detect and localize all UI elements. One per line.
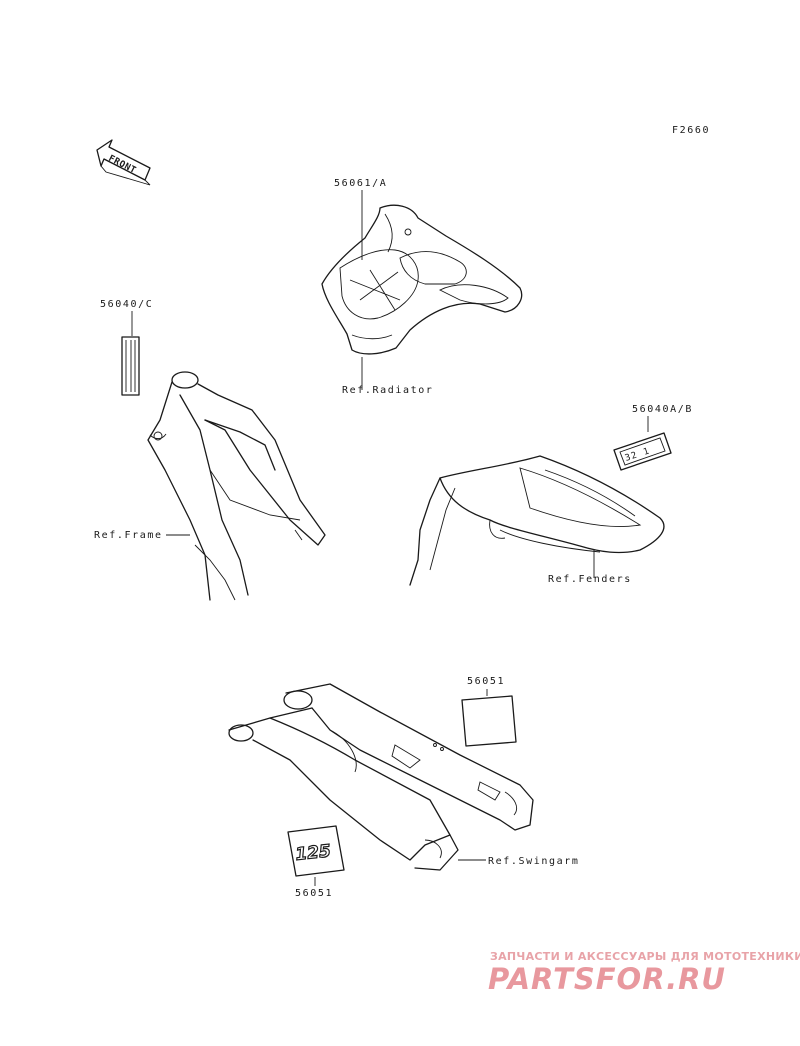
fender-ref-label: Ref.Fenders <box>548 574 632 585</box>
frame-drawing <box>147 371 326 601</box>
fender-part-number: 56040A/B <box>632 404 693 415</box>
frame-part-number: 56040/C <box>100 299 153 310</box>
swingarm-decal-bottom: 125 <box>287 825 345 877</box>
radiator-shroud-decal <box>321 204 523 355</box>
radiator-part-number: 56061/A <box>334 178 387 189</box>
swingarm-decal-text: 125 <box>294 841 331 865</box>
swingarm-part-number-top: 56051 <box>467 676 505 687</box>
fender-decal: 32 1 <box>613 432 672 471</box>
rear-fender-drawing <box>409 455 665 586</box>
frame-ref-label: Ref.Frame <box>94 530 163 541</box>
watermark-logo: PARTSFOR.RU <box>488 962 726 996</box>
front-arrow-label: FRONT <box>107 154 138 176</box>
front-arrow-icon: FRONT <box>96 139 151 186</box>
watermark-tagline: ЗАПЧАСТИ И АКСЕССУАРЫ ДЛЯ МОТОТЕХНИКИ <box>490 950 800 963</box>
swingarm-part-number-bottom: 56051 <box>295 888 333 899</box>
frame-decal <box>121 336 140 396</box>
swingarm-decal-top <box>461 695 517 747</box>
swingarm-drawing <box>228 683 534 871</box>
radiator-ref-label: Ref.Radiator <box>342 385 433 396</box>
figure-code: F2660 <box>672 125 710 136</box>
swingarm-ref-label: Ref.Swingarm <box>488 856 579 867</box>
